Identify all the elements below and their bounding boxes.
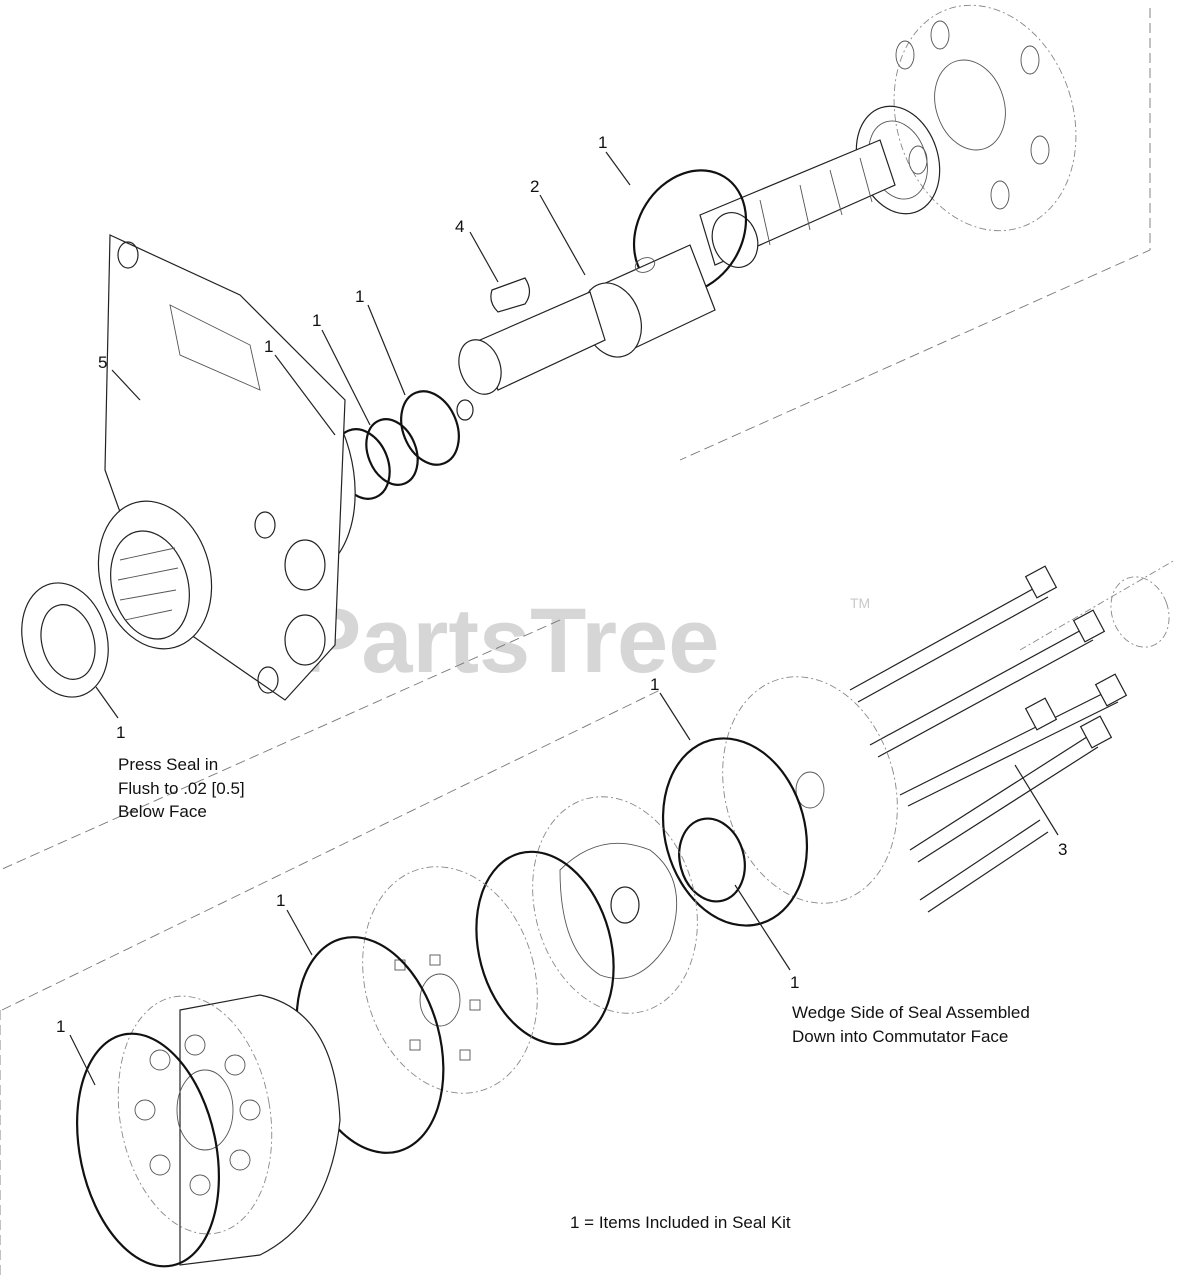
o-ring-bottom — [76, 1032, 220, 1268]
commutator-seal — [678, 817, 746, 903]
note-press-seal-line1: Press Seal in — [118, 755, 218, 774]
output-shaft — [699, 139, 896, 268]
axis-lines — [0, 8, 1176, 1280]
callout-1-comm: 1 — [790, 973, 799, 992]
plug-disc — [1110, 576, 1170, 648]
note-press-seal: Press Seal in Flush to .02 [0.5] Below F… — [118, 755, 245, 821]
callout-1-low: 1 — [56, 1017, 65, 1036]
callout-1-b: 1 — [312, 311, 321, 330]
callout-1-top: 1 — [598, 133, 607, 152]
callout-1-plate: 1 — [650, 675, 659, 694]
cap-bolts — [849, 565, 1128, 913]
note-press-seal-line3: Below Face — [118, 802, 207, 821]
callout-2: 2 — [530, 177, 539, 196]
top-flange-disc — [893, 4, 1077, 232]
leader-lines — [69, 151, 1059, 1086]
valve-plate — [362, 866, 538, 1094]
front-shaft-seal — [21, 582, 109, 698]
motor-housing — [97, 234, 356, 701]
legend-seal-kit: 1 = Items Included in Seal Kit — [570, 1213, 791, 1232]
drive-shaft — [456, 244, 716, 421]
callouts: 1 2 4 1 1 1 5 1 1 3 1 1 1 — [56, 133, 1067, 1036]
callout-4: 4 — [455, 217, 464, 236]
callout-1-mid: 1 — [276, 891, 285, 910]
note-wedge-side-line2: Down into Commutator Face — [792, 1027, 1008, 1046]
woodruff-key — [490, 277, 531, 313]
o-ring-mid — [475, 850, 615, 1046]
watermark-trademark: TM — [850, 595, 870, 611]
callout-5: 5 — [98, 353, 107, 372]
callout-1-seal: 1 — [116, 723, 125, 742]
end-cap — [722, 676, 898, 904]
callout-1-a: 1 — [355, 287, 364, 306]
cylinder-block — [117, 994, 341, 1266]
note-wedge-side: Wedge Side of Seal Assembled Down into C… — [792, 1003, 1030, 1046]
commutator — [532, 796, 698, 1014]
callout-1-c: 1 — [264, 337, 273, 356]
callout-3: 3 — [1058, 840, 1067, 859]
note-press-seal-line2: Flush to .02 [0.5] — [118, 779, 245, 798]
o-ring-endcap — [661, 737, 809, 927]
note-wedge-side-line1: Wedge Side of Seal Assembled — [792, 1003, 1030, 1022]
watermark: PartsTree — [300, 590, 719, 692]
